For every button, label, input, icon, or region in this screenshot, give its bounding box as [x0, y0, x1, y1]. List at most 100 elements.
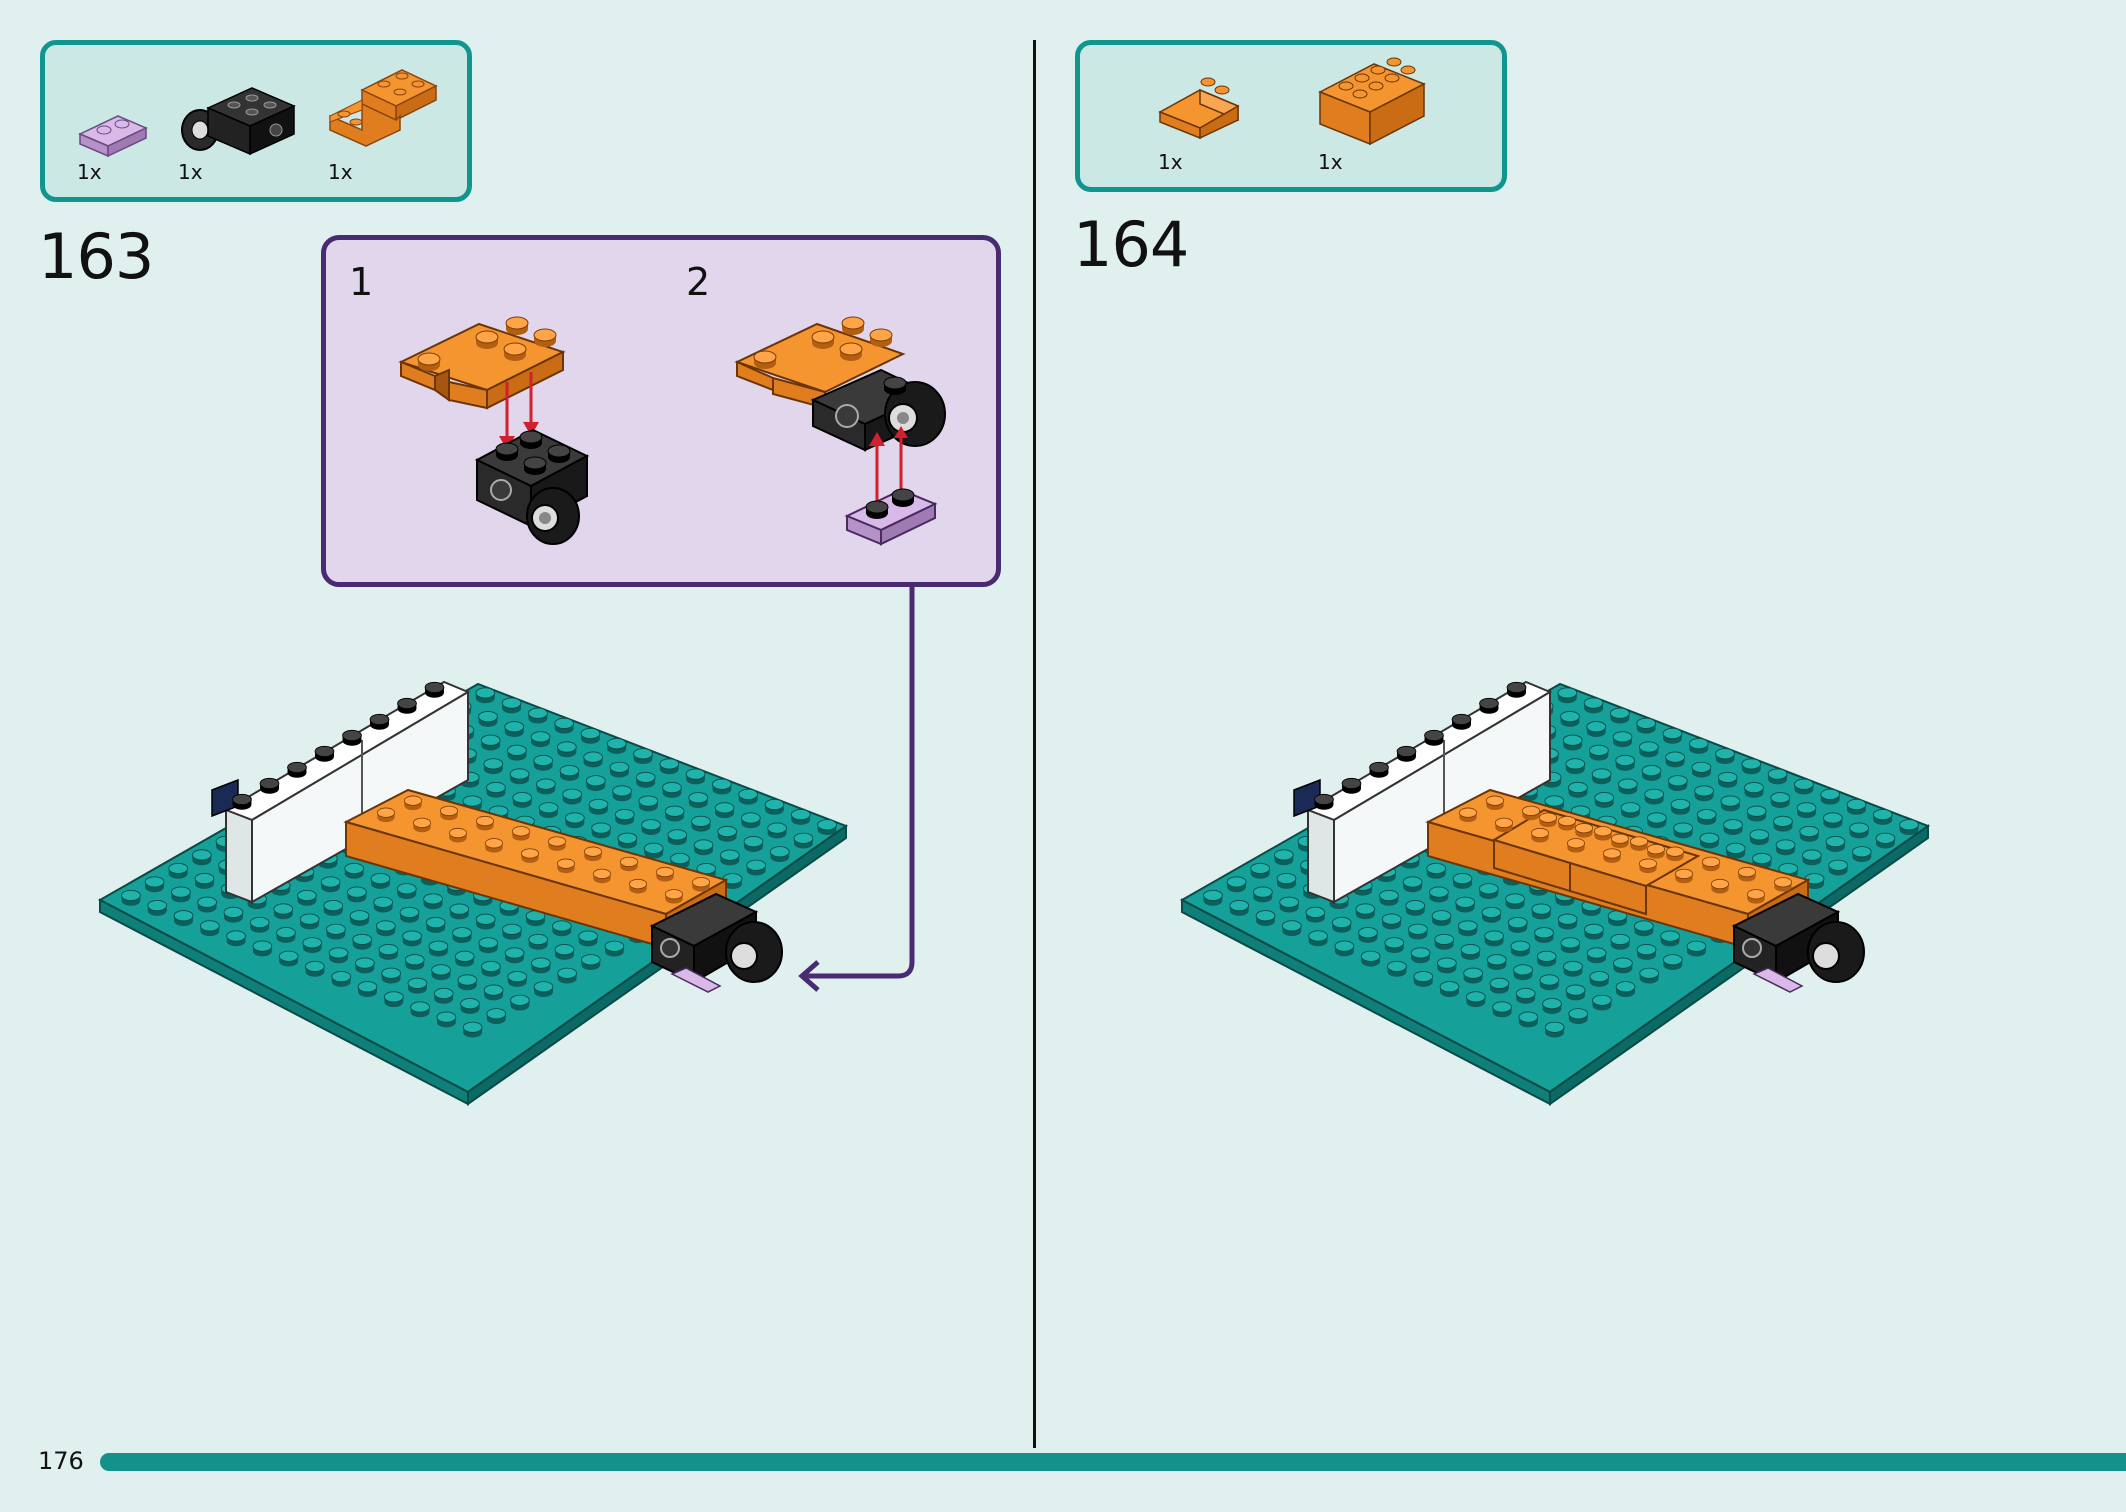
stud	[604, 940, 625, 958]
stud	[1560, 710, 1580, 728]
black-bracket-part-icon	[181, 87, 296, 156]
stud	[349, 910, 370, 927]
stud	[168, 862, 189, 880]
stud	[1822, 812, 1843, 829]
stud	[342, 729, 362, 747]
stud	[1610, 707, 1630, 724]
stud	[402, 930, 422, 947]
stud	[1584, 923, 1604, 941]
stud	[1384, 937, 1405, 954]
stud	[564, 812, 585, 829]
stud	[1636, 717, 1657, 735]
stud	[714, 802, 735, 819]
stud	[520, 848, 540, 864]
stud	[1250, 862, 1271, 880]
stud	[588, 798, 609, 816]
stud	[719, 849, 740, 866]
stud	[1484, 930, 1504, 947]
stud	[259, 777, 280, 795]
stud	[667, 829, 688, 846]
stud	[1360, 950, 1381, 968]
lavender-plate-part-icon	[78, 115, 148, 158]
stud	[1478, 883, 1499, 900]
stud	[612, 785, 632, 802]
stud	[314, 745, 335, 763]
stud	[273, 903, 294, 920]
stud	[1568, 781, 1588, 799]
stud	[1646, 812, 1667, 829]
stud	[1574, 823, 1594, 838]
stud	[664, 805, 685, 822]
stud	[746, 859, 767, 877]
stud	[344, 862, 365, 880]
stud	[1620, 802, 1641, 819]
stud	[551, 920, 572, 937]
stud	[1717, 771, 1738, 789]
stud	[378, 943, 399, 961]
stud	[223, 906, 244, 924]
stud	[121, 889, 141, 907]
stud	[431, 964, 451, 981]
stud	[425, 916, 446, 934]
stud	[628, 878, 648, 894]
stud	[252, 940, 273, 957]
stud	[512, 792, 533, 809]
page-divider	[1033, 40, 1036, 1448]
stud	[1641, 765, 1662, 782]
stud	[454, 950, 475, 968]
stud	[305, 960, 325, 978]
stud	[1539, 974, 1560, 991]
stud	[423, 893, 443, 910]
stud	[1636, 944, 1657, 961]
stud	[1699, 832, 1720, 849]
stud	[1402, 876, 1423, 893]
stud	[507, 744, 527, 762]
stud	[591, 822, 611, 839]
orange-slope-part-icon	[1158, 77, 1240, 140]
stud	[1387, 960, 1407, 978]
stud	[1465, 991, 1486, 1008]
stud	[191, 849, 212, 866]
stud	[1492, 1001, 1512, 1018]
stud	[197, 896, 218, 913]
stud	[1849, 822, 1870, 839]
stud	[559, 765, 580, 782]
stud	[501, 697, 522, 714]
stud	[287, 761, 307, 779]
stud	[1773, 877, 1793, 893]
stud	[1773, 815, 1793, 833]
stud	[1639, 967, 1660, 985]
stud	[1369, 761, 1389, 779]
stud	[357, 981, 378, 998]
stud	[396, 883, 417, 900]
stud	[278, 950, 299, 968]
stud	[1638, 858, 1658, 874]
stud	[1723, 819, 1743, 836]
stud	[1252, 886, 1273, 903]
stud	[1485, 795, 1505, 811]
stud	[249, 916, 270, 934]
stud	[1688, 738, 1709, 755]
stud	[457, 974, 478, 991]
stud	[617, 832, 638, 849]
stud	[662, 781, 682, 799]
stud	[331, 970, 352, 988]
stud	[299, 913, 320, 930]
stud	[633, 748, 653, 765]
stud	[1494, 817, 1514, 833]
stud	[320, 876, 341, 893]
stud	[1741, 758, 1762, 775]
stud	[1799, 825, 1820, 843]
stud	[346, 886, 367, 903]
stud	[483, 758, 504, 775]
stud	[1565, 984, 1586, 1001]
stud	[638, 795, 659, 812]
stud	[1592, 994, 1612, 1012]
stud	[1770, 792, 1791, 809]
stud	[462, 1021, 483, 1039]
stud	[1696, 808, 1717, 826]
substep-2-illustration	[734, 316, 946, 546]
stud	[1479, 697, 1499, 715]
stud	[276, 927, 296, 944]
stud	[530, 731, 551, 748]
